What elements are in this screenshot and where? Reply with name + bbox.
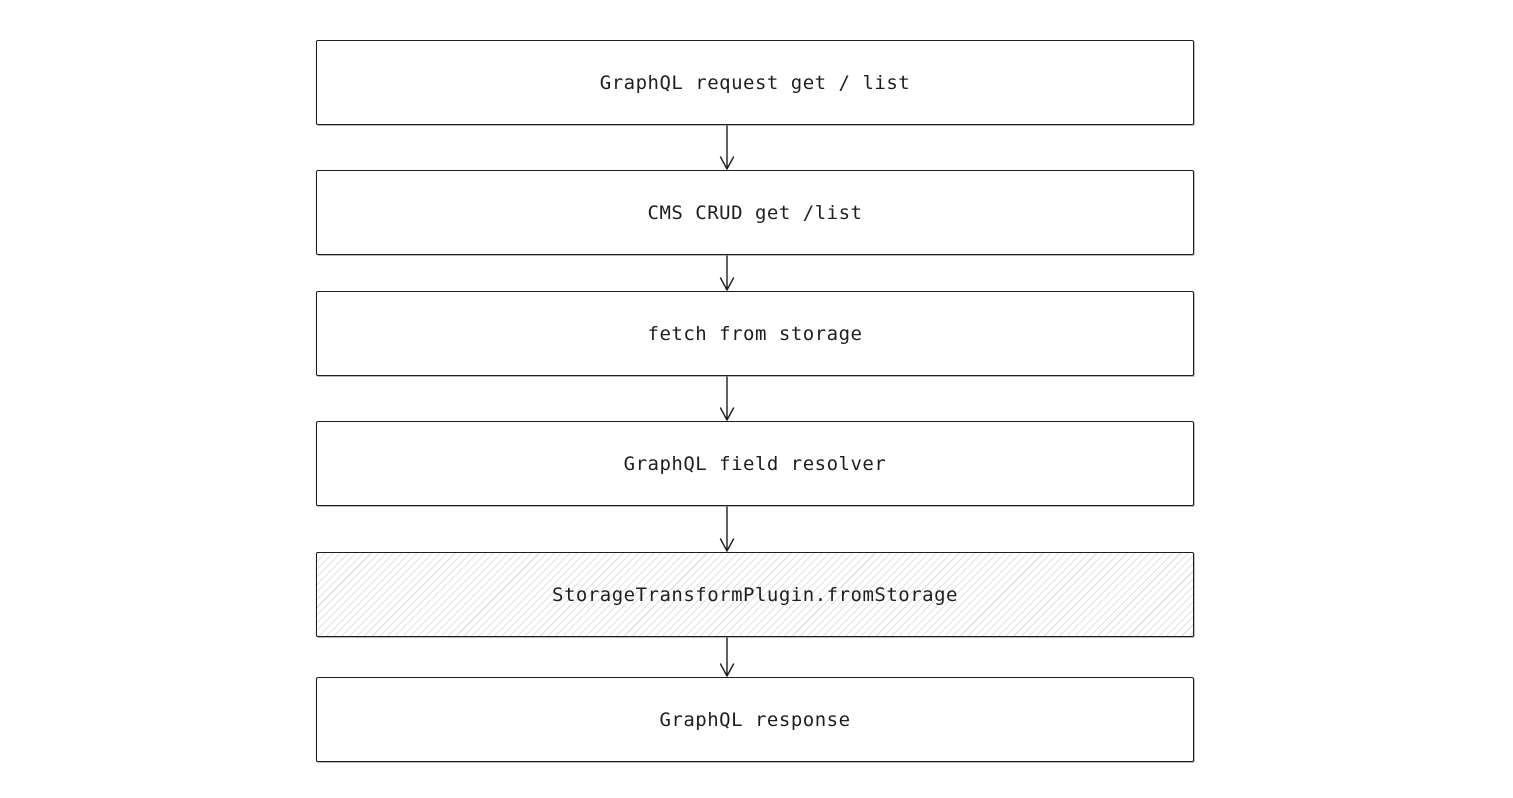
down-arrow [719,376,735,421]
node-cms-crud: CMS CRUD get /list [316,170,1194,255]
node-graphql-response-label: GraphQL response [659,708,851,731]
node-graphql-request: GraphQL request get / list [316,40,1194,125]
down-arrow [719,125,735,170]
down-arrow [719,255,735,291]
node-graphql-field-resolver: GraphQL field resolver [316,421,1194,506]
node-storage-transform-plugin: StorageTransformPlugin.fromStorage [316,552,1194,637]
node-graphql-response: GraphQL response [316,677,1194,762]
node-cms-crud-label: CMS CRUD get /list [647,201,863,224]
down-arrow [719,637,735,677]
node-fetch-from-storage: fetch from storage [316,291,1194,376]
node-graphql-request-label: GraphQL request get / list [599,71,911,94]
node-fetch-from-storage-label: fetch from storage [647,322,863,345]
node-storage-transform-plugin-label: StorageTransformPlugin.fromStorage [552,583,958,606]
node-graphql-field-resolver-label: GraphQL field resolver [623,452,887,475]
down-arrow [719,506,735,552]
